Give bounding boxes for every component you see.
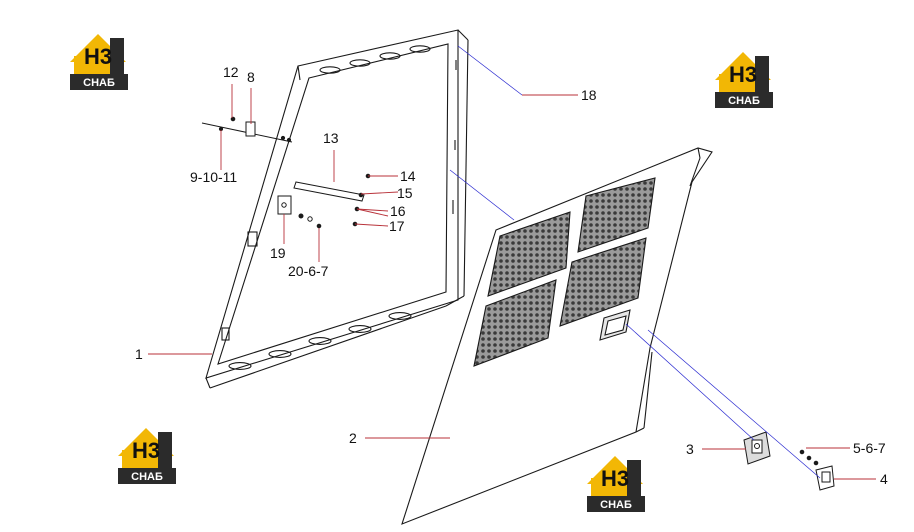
logo-bottom-left: H3 СНАБ xyxy=(118,428,176,484)
callout-3: 3 xyxy=(686,441,694,457)
gas-strut xyxy=(277,173,371,229)
logo-caption: СНАБ xyxy=(131,471,163,483)
logo-top-right: H3 СНАБ xyxy=(715,52,773,108)
callout-5-6-7: 5-6-7 xyxy=(853,440,886,456)
logo-mark-text: H3 xyxy=(84,44,112,69)
callout-14: 14 xyxy=(400,168,416,184)
logo-caption: СНАБ xyxy=(728,95,760,107)
callout-2: 2 xyxy=(349,430,357,446)
logo-mark-text: H3 xyxy=(729,62,757,87)
logo-caption: СНАБ xyxy=(600,499,632,511)
explode-lines xyxy=(449,45,821,479)
callout-9-10-11: 9-10-11 xyxy=(190,169,237,185)
logo-mark-text: H3 xyxy=(132,438,160,463)
callout-17: 17 xyxy=(389,218,405,234)
leader-lines xyxy=(148,84,876,480)
callout-18: 18 xyxy=(581,87,597,103)
logo-top-left: H3 СНАБ xyxy=(70,34,128,90)
hinge-parts xyxy=(201,116,293,143)
door-panel xyxy=(401,147,713,525)
door-frame xyxy=(205,29,469,389)
callout-1: 1 xyxy=(135,346,143,362)
callout-19: 19 xyxy=(270,245,286,261)
logo-bottom-center: H3 СНАБ xyxy=(587,456,645,512)
callout-16: 16 xyxy=(390,203,406,219)
callout-4: 4 xyxy=(880,471,888,487)
lock-parts xyxy=(743,431,835,491)
logo-caption: СНАБ xyxy=(83,77,115,89)
callout-8: 8 xyxy=(247,69,255,85)
callout-20-6-7: 20-6-7 xyxy=(288,263,329,279)
logo-mark-text: H3 xyxy=(601,466,629,491)
callout-12: 12 xyxy=(223,64,239,80)
callout-13: 13 xyxy=(323,130,339,146)
callout-15: 15 xyxy=(397,185,413,201)
